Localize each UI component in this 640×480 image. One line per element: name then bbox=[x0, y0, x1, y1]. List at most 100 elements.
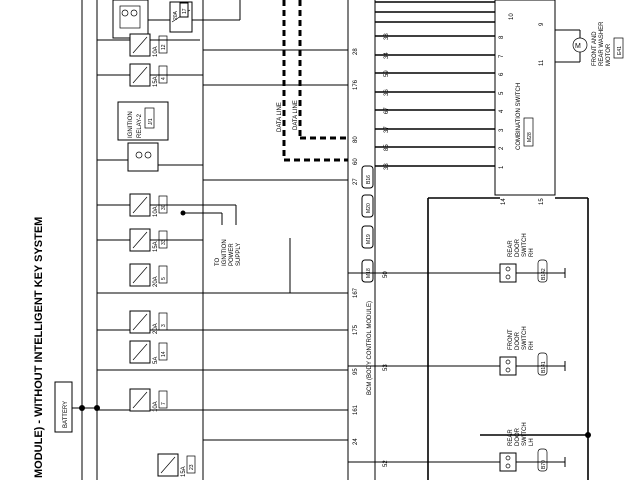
comb-pin-number: 7 bbox=[499, 54, 505, 58]
fuse-number-label: 33 bbox=[161, 239, 167, 245]
washer-motor-label-0: FRONT AND bbox=[592, 31, 598, 66]
fuse-amp-label: 10A bbox=[153, 46, 159, 57]
bcm-connector bbox=[361, 194, 374, 218]
door-switch-label: DOOR bbox=[515, 331, 521, 350]
bcm-pin-number: 34 bbox=[384, 52, 390, 59]
bcm-pin-number: 38 bbox=[384, 33, 390, 40]
bcm-pin-number: 33 bbox=[384, 163, 390, 170]
ignition-power-text-1: IGNITION bbox=[222, 239, 228, 266]
comb-pin-11: 11 bbox=[539, 59, 545, 66]
bcm-pin-number: 53 bbox=[383, 364, 389, 371]
fuse-amp-label: 10A bbox=[153, 206, 159, 217]
ignition-power-text-3: SUPPLY bbox=[236, 243, 242, 266]
door-switch-label: REAR bbox=[508, 240, 514, 257]
door-switch-label: FRONT bbox=[508, 329, 514, 350]
fuse-top-num: 17 bbox=[182, 8, 188, 14]
door-switch-label: RH bbox=[529, 248, 535, 257]
door-switch-label: DOOR bbox=[515, 238, 521, 257]
fuse-amp-label: 5A bbox=[153, 357, 159, 364]
bcm-pin-number: 36 bbox=[384, 89, 390, 96]
bcm-connector bbox=[361, 225, 374, 249]
comb-pin-number: 1 bbox=[499, 165, 505, 169]
page-title: MODULE) - WITHOUT INTELLIGENT KEY SYSTEM bbox=[33, 217, 45, 478]
ignition-power-text-0: TO bbox=[215, 257, 221, 266]
fuse-top-amp: 20A bbox=[173, 10, 179, 20]
bcm-pin-number: 95 bbox=[353, 368, 359, 375]
fuse-number-label: 14 bbox=[161, 351, 167, 357]
bcm-connector-code: B16 bbox=[366, 175, 372, 184]
door-switch-code: B142 bbox=[541, 268, 547, 280]
fuse-number-label: 5 bbox=[161, 277, 167, 280]
comb-pin-number: 6 bbox=[499, 72, 505, 76]
fuse-amp-label: 15A bbox=[153, 76, 159, 87]
svg-text:M: M bbox=[575, 43, 581, 50]
bcm-label: BCM (BODY CONTROL MODULE) bbox=[367, 301, 373, 395]
fuse-amp-label: 20A bbox=[153, 276, 159, 287]
fuse-number-label: 7 bbox=[161, 402, 167, 405]
comb-pin-number: 3 bbox=[499, 128, 505, 132]
bcm-pin-number: 59 bbox=[384, 70, 390, 77]
ignition-relay-label-1: IGNITION bbox=[128, 111, 134, 138]
fuse-number-label: 12 bbox=[161, 44, 167, 50]
washer-motor-code: E41 bbox=[617, 46, 623, 55]
comb-pin-number: 2 bbox=[499, 146, 505, 150]
door-switch-code: B141 bbox=[541, 361, 547, 373]
bcm-pin-number: 52 bbox=[383, 460, 389, 467]
door-switch-label: DOOR bbox=[515, 427, 521, 446]
comb-switch-label: COMBINATION SWITCH bbox=[516, 83, 522, 150]
fuse-number-label: 30 bbox=[161, 204, 167, 210]
comb-pin-14: 14 bbox=[501, 198, 507, 205]
fuse-number-label: 23 bbox=[189, 464, 195, 470]
bcm-pin-number: 50 bbox=[383, 271, 389, 278]
ignition-relay-code: J/1 bbox=[148, 118, 154, 125]
washer-motor-label-2: MOTOR bbox=[606, 43, 612, 66]
comb-pin-number: 8 bbox=[499, 35, 505, 39]
comb-pin-10: 10 bbox=[509, 13, 515, 20]
data-line-label-0: DATA LINE bbox=[277, 102, 283, 132]
bcm-connector-code: M20 bbox=[366, 203, 372, 213]
bcm-pin-number: 161 bbox=[353, 404, 359, 415]
bcm-pin-number: 167 bbox=[353, 287, 359, 298]
door-switch-label: RH bbox=[529, 341, 535, 350]
bcm-pin-number: 175 bbox=[353, 324, 359, 335]
comb-pin-15: 15 bbox=[539, 198, 545, 205]
bcm-pin-number: 80 bbox=[353, 136, 359, 143]
door-switch-label: SWITCH bbox=[522, 326, 528, 350]
door-switch-label: LH bbox=[529, 438, 535, 446]
fuse-number-label: 3 bbox=[161, 324, 167, 327]
ignition-power-text-2: POWER bbox=[229, 243, 235, 266]
bcm-pin-number: 85 bbox=[384, 144, 390, 151]
door-switch-label: REAR bbox=[508, 429, 514, 446]
comb-switch-code: M28 bbox=[527, 132, 533, 142]
bcm-pin-number: 24 bbox=[353, 438, 359, 445]
battery-label: BATTERY bbox=[63, 401, 69, 428]
data-line-label-1: DATA LINE bbox=[293, 100, 299, 130]
fuse-amp-label: 15A bbox=[181, 466, 187, 477]
comb-pin-number: 4 bbox=[499, 109, 505, 113]
bcm-pin-number: 67 bbox=[384, 107, 390, 114]
bcm-pin-number: 37 bbox=[384, 126, 390, 133]
comb-pin-9: 9 bbox=[539, 22, 545, 26]
fuse-amp-label: 20A bbox=[153, 323, 159, 334]
comb-pin-number: 5 bbox=[499, 91, 505, 95]
fuse-number-label: 4 bbox=[161, 77, 167, 80]
bcm-pin-number: 176 bbox=[353, 79, 359, 90]
bcm-pin-number: 28 bbox=[353, 48, 359, 55]
bcm-pin-number: 27 bbox=[353, 178, 359, 185]
ignition-relay-label-2: RELAY-2 bbox=[137, 113, 143, 138]
fuse-amp-label: 10A bbox=[153, 401, 159, 412]
bcm-connector bbox=[361, 259, 374, 283]
